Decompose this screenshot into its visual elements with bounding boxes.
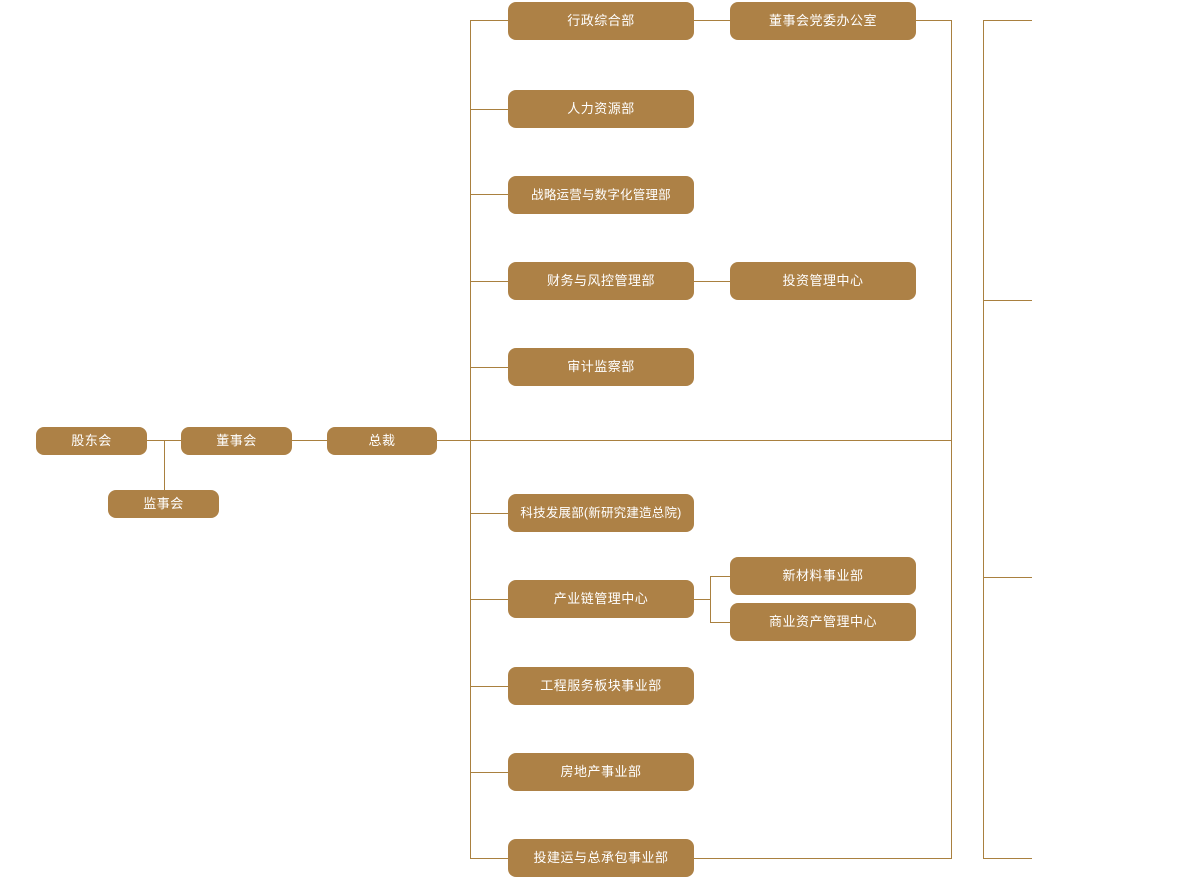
connector-admin-to-party-office: [694, 20, 730, 21]
connector-finance-to-investment: [694, 281, 730, 282]
node-label: 财务与风控管理部: [546, 272, 655, 288]
connector-stub-hr: [470, 109, 508, 110]
connector-main-trunk: [470, 20, 471, 859]
node-administration-dept[interactable]: 行政综合部: [508, 2, 694, 40]
connector-subtrunk-to-commercial-asset: [710, 622, 730, 623]
node-audit-supervision-dept[interactable]: 审计监察部: [508, 348, 694, 386]
node-finance-risk-control-dept[interactable]: 财务与风控管理部: [508, 262, 694, 300]
node-label: 总裁: [368, 432, 396, 448]
connector-stub-finance: [470, 281, 508, 282]
node-board-of-directors[interactable]: 董事会: [181, 427, 292, 455]
node-label: 新材料事业部: [782, 567, 864, 583]
connector-president-span-to-bracket: [437, 440, 952, 441]
connector-right-bracket-outer: [983, 20, 984, 859]
node-label: 房地产事业部: [560, 763, 642, 779]
node-label: 股东会: [71, 432, 112, 448]
node-label: 人力资源部: [567, 100, 635, 116]
connector-industry-chain-to-subtrunk: [694, 599, 711, 600]
connector-industry-chain-subtrunk: [710, 576, 711, 623]
node-commercial-asset-management-center[interactable]: 商业资产管理中心: [730, 603, 916, 641]
connector-stub-admin: [470, 20, 508, 21]
node-strategy-operations-digital-dept[interactable]: 战略运营与数字化管理部: [508, 176, 694, 214]
connector-right-bracket-inner: [951, 20, 952, 859]
node-investment-construction-epc-division[interactable]: 投建运与总承包事业部: [508, 839, 694, 877]
connector-stub-engineering: [470, 686, 508, 687]
node-label: 审计监察部: [567, 358, 635, 374]
connector-outer-stub-bottom: [983, 858, 1032, 859]
node-label: 董事会: [216, 432, 257, 448]
node-label: 科技发展部(新研究建造总院): [520, 505, 682, 520]
connector-stub-investment-epc: [470, 858, 508, 859]
connector-stub-audit: [470, 367, 508, 368]
node-board-of-supervisors[interactable]: 监事会: [108, 490, 219, 518]
connector-stub-realestate: [470, 772, 508, 773]
connector-party-office-to-bracket: [916, 20, 952, 21]
node-label: 商业资产管理中心: [768, 613, 877, 629]
node-technology-development-dept[interactable]: 科技发展部(新研究建造总院): [508, 494, 694, 532]
node-label: 投建运与总承包事业部: [533, 849, 669, 865]
node-label: 行政综合部: [567, 12, 635, 28]
node-shareholders-meeting[interactable]: 股东会: [36, 427, 147, 455]
node-board-party-committee-office[interactable]: 董事会党委办公室: [730, 2, 916, 40]
node-real-estate-division[interactable]: 房地产事业部: [508, 753, 694, 791]
node-industry-chain-management-center[interactable]: 产业链管理中心: [508, 580, 694, 618]
node-label: 产业链管理中心: [553, 590, 649, 606]
node-label: 监事会: [143, 495, 184, 511]
connector-outer-stub-lower: [983, 577, 1032, 578]
node-president[interactable]: 总裁: [327, 427, 437, 455]
connector-board-to-president: [292, 440, 327, 441]
node-new-materials-division[interactable]: 新材料事业部: [730, 557, 916, 595]
node-label: 战略运营与数字化管理部: [531, 187, 671, 202]
node-label: 投资管理中心: [782, 272, 864, 288]
node-label: 董事会党委办公室: [768, 12, 877, 28]
connector-subtrunk-to-new-materials: [710, 576, 730, 577]
node-label: 工程服务板块事业部: [540, 677, 662, 693]
connector-stub-strategy: [470, 194, 508, 195]
connector-outer-stub-upper: [983, 300, 1032, 301]
node-engineering-services-division[interactable]: 工程服务板块事业部: [508, 667, 694, 705]
connector-stub-technology: [470, 513, 508, 514]
connector-outer-stub-top: [983, 20, 1032, 21]
connector-stub-industry-chain: [470, 599, 508, 600]
connector-board-to-supervisors: [164, 440, 165, 504]
node-human-resources-dept[interactable]: 人力资源部: [508, 90, 694, 128]
connector-investment-epc-to-bracket: [694, 858, 952, 859]
node-investment-management-center[interactable]: 投资管理中心: [730, 262, 916, 300]
